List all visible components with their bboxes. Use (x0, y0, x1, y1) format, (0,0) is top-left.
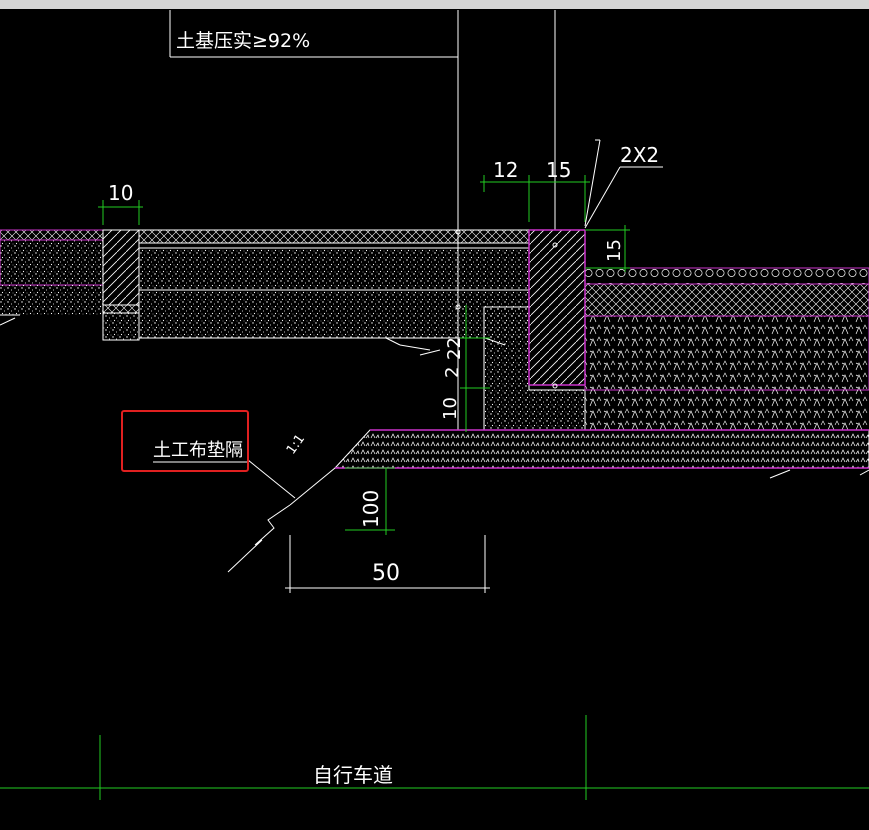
compaction-note: 土基压实≥92% (176, 30, 310, 52)
edge-kerb (102, 229, 140, 341)
lane-name-label: 自行车道 (313, 763, 393, 787)
dim-15-right: 15 (604, 239, 625, 262)
dimension-50-lines (285, 139, 601, 593)
ground-markings (0, 317, 869, 573)
dim-10-vertical: 10 (440, 397, 461, 420)
right-carriageway (584, 229, 869, 430)
chamfer-leader (584, 166, 663, 229)
node-markers (455, 229, 558, 389)
geotextile-note: 土工布垫隔 (153, 440, 243, 461)
subbase-wedge (333, 429, 869, 469)
slope-ratio-label: 1:1 (284, 432, 308, 458)
bicycle-lane-layers (138, 229, 530, 339)
curb-stone (528, 229, 586, 386)
dim-15-top: 15 (546, 158, 571, 182)
dim-2: 2 (442, 367, 463, 378)
dim-12: 12 (493, 158, 518, 182)
highlight-box (121, 410, 249, 472)
dim-100: 100 (359, 490, 383, 528)
dim-2x2: 2X2 (620, 143, 659, 167)
title-bar-strip (0, 0, 869, 9)
dim-22: 22 (444, 337, 465, 360)
dim-10-top: 10 (108, 181, 133, 205)
dimension-lines (0, 175, 869, 800)
dim-50: 50 (372, 561, 400, 586)
compaction-leader (169, 10, 556, 430)
left-pavement (0, 229, 104, 316)
